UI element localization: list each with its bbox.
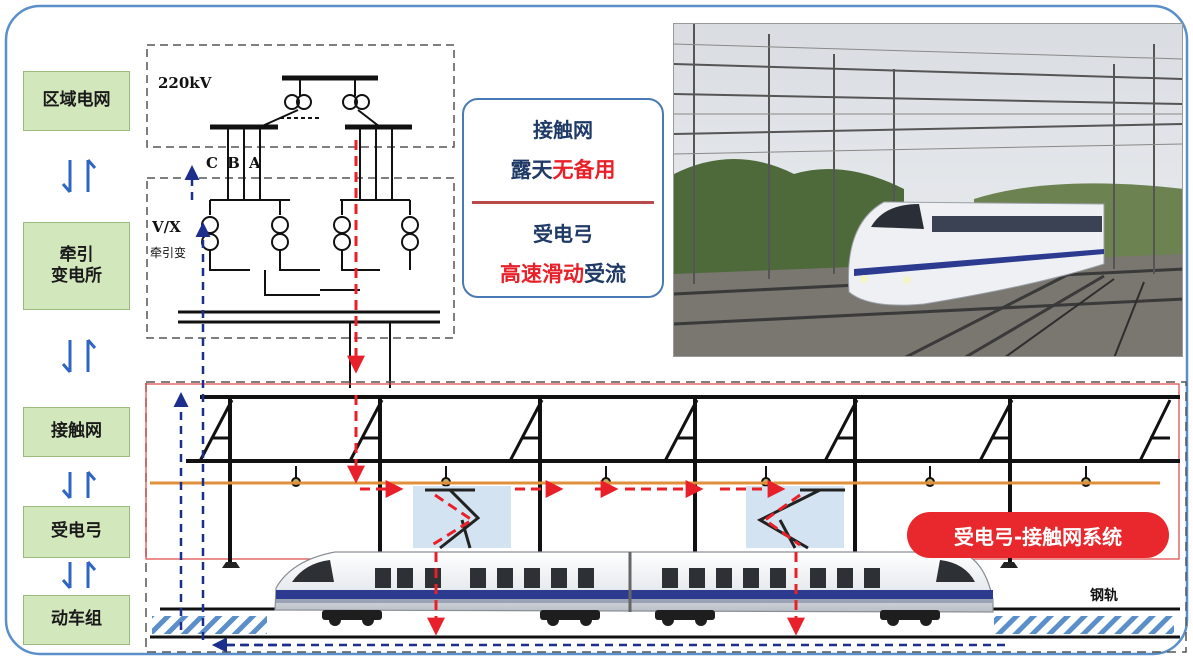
pantograph-catenary-system-badge: 受电弓-接触网系统 [907, 512, 1169, 558]
box-traction-substation: 牵引 变电所 [23, 222, 130, 310]
voltage-label: 220kV [158, 74, 212, 92]
phase-label: C B A [206, 154, 263, 172]
info-pantograph-title: 受电弓 [533, 222, 593, 246]
cantilevers [198, 399, 1172, 462]
box-catenary: 接触网 [23, 407, 130, 457]
info-open-air: 露天 [510, 158, 553, 182]
info-pantograph-desc: 高速滑动受流 [464, 258, 662, 288]
substation-schematic [178, 75, 440, 388]
red-supply-path [347, 140, 805, 636]
winding-label: V/X [152, 218, 181, 236]
pantograph-zone-1 [413, 486, 511, 548]
blue-return-path [173, 165, 1005, 653]
chain-arrows [61, 159, 97, 589]
grid-dashed-box [146, 44, 455, 148]
train [274, 551, 994, 626]
insulator-feet [222, 562, 1018, 568]
box-emu: 动车组 [23, 595, 130, 645]
box-regional-grid: 区域电网 [23, 71, 130, 131]
substation-dashed-box [146, 177, 455, 339]
box-pantograph: 受电弓 [23, 506, 130, 558]
info-current-collection: 受流 [584, 262, 626, 286]
info-high-speed-sliding: 高速滑动 [500, 262, 584, 286]
info-catenary-title: 接触网 [533, 118, 593, 142]
pantograph-zone-2 [746, 486, 844, 548]
traction-transformer-label: 牵引变 [150, 246, 187, 260]
catenary-dashed-frame [145, 381, 1187, 653]
train-photo [673, 23, 1183, 357]
info-catenary-desc: 露天无备用 [464, 154, 662, 184]
info-no-backup: 无备用 [552, 158, 616, 182]
train-photo-svg [674, 24, 1182, 356]
info-panel: 接触网 露天无备用 受电弓 高速滑动受流 [462, 98, 664, 298]
info-separator [472, 201, 654, 204]
rail-label: 钢轨 [1090, 588, 1118, 604]
outer-frame [4, 4, 1189, 656]
